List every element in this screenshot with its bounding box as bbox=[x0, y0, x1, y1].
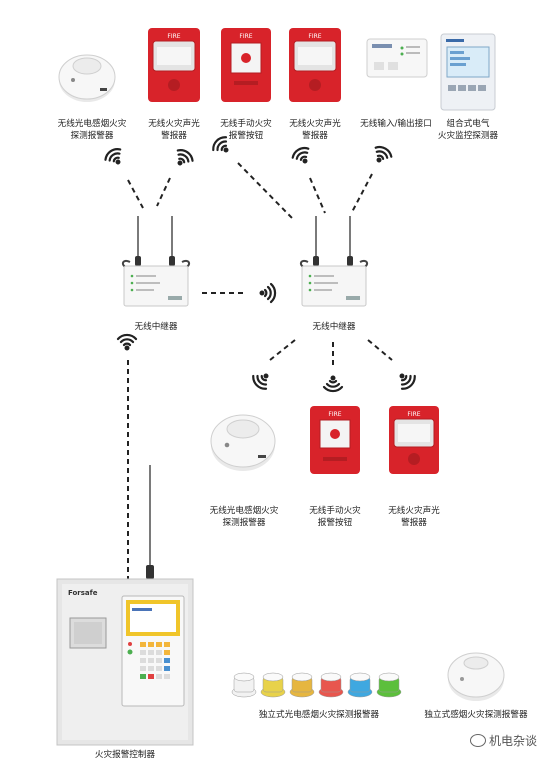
wifi-icon bbox=[176, 149, 194, 166]
sounder-strobe-image: FIRE bbox=[389, 406, 439, 474]
wifi-icon bbox=[322, 375, 344, 393]
repeater-left-label: 无线中继器 bbox=[134, 322, 178, 332]
standalone-detector-icon bbox=[318, 672, 344, 698]
link-smoke-to-repeater bbox=[127, 179, 144, 209]
fire-text: FIRE bbox=[239, 33, 252, 40]
panel-brand-text: Forsafe bbox=[68, 589, 98, 597]
standalone-detector-icon bbox=[260, 672, 286, 698]
standalone-detector-icon bbox=[376, 672, 402, 698]
top-smoke-detector-label: 无线光电感烟火灾探测报警器 bbox=[57, 119, 127, 141]
fire-text: FIRE bbox=[328, 411, 341, 418]
top-sounder-label: 无线火灾声光警报器 bbox=[148, 119, 200, 141]
repeater-left-image bbox=[122, 216, 190, 307]
wifi-icon bbox=[259, 282, 277, 304]
bottom-callpoint-label: 无线手动火灾报警按钮 bbox=[309, 506, 361, 528]
sounder-strobe-image: FIRE bbox=[289, 28, 341, 102]
manual-call-point-image: FIRE bbox=[221, 28, 271, 102]
wifi-icon bbox=[212, 136, 229, 153]
wifi-icon bbox=[374, 146, 393, 163]
wifi-icon bbox=[252, 373, 269, 390]
standalone-detectors-row bbox=[231, 672, 402, 698]
link-sounder-to-repeater bbox=[156, 177, 171, 207]
repeater-right-label: 无线中继器 bbox=[312, 322, 356, 332]
sounder-strobe-image: FIRE bbox=[148, 28, 200, 102]
bottom-sounder-label: 无线火灾声光警报器 bbox=[388, 506, 440, 528]
top-sounder2-label: 无线火灾声光警报器 bbox=[289, 119, 341, 141]
fire-text: FIRE bbox=[167, 33, 180, 40]
standalone-colored-label: 独立式光电感烟火灾探测报警器 bbox=[258, 710, 380, 720]
wifi-icon bbox=[104, 148, 122, 165]
fire-text: FIRE bbox=[308, 33, 321, 40]
fire-text: FIRE bbox=[407, 411, 420, 418]
wifi-icon bbox=[399, 373, 416, 390]
repeater-right-image bbox=[300, 216, 368, 307]
electrical-monitor-image bbox=[440, 33, 496, 111]
watermark: 机电杂谈 bbox=[470, 732, 537, 749]
fire-alarm-control-panel-image: Forsafe bbox=[56, 578, 194, 746]
standalone-white-detector-image bbox=[447, 652, 505, 701]
top-callpoint-label: 无线手动火灾报警按钮 bbox=[220, 119, 272, 141]
wechat-icon bbox=[470, 734, 486, 747]
link-sounder2-to-repeater bbox=[309, 177, 326, 214]
watermark-text: 机电杂谈 bbox=[489, 734, 538, 748]
link-repeater-to-smoke bbox=[269, 339, 296, 361]
link-repeater-to-sounder bbox=[367, 339, 393, 361]
link-callpoint-to-repeater bbox=[237, 162, 293, 219]
standalone-white-label: 独立式感烟火灾探测报警器 bbox=[424, 710, 528, 720]
smoke-detector-image bbox=[210, 414, 276, 471]
standalone-detector-icon bbox=[289, 672, 315, 698]
manual-call-point-image: FIRE bbox=[310, 406, 360, 474]
top-monitor-label: 组合式电气火灾监控探测器 bbox=[437, 119, 499, 141]
top-io-label: 无线输入/输出接口 bbox=[360, 119, 432, 129]
control-panel-label: 火灾报警控制器 bbox=[94, 750, 156, 760]
io-module-image bbox=[366, 38, 428, 78]
standalone-detector-icon bbox=[347, 672, 373, 698]
link-io-to-repeater bbox=[351, 173, 373, 213]
wifi-icon bbox=[116, 333, 138, 351]
smoke-detector-image bbox=[58, 54, 116, 102]
bottom-smoke-detector-label: 无线光电感烟火灾探测报警器 bbox=[209, 506, 279, 528]
panel-antenna bbox=[146, 465, 154, 579]
wifi-icon bbox=[291, 147, 310, 164]
standalone-detector-icon bbox=[231, 672, 257, 698]
